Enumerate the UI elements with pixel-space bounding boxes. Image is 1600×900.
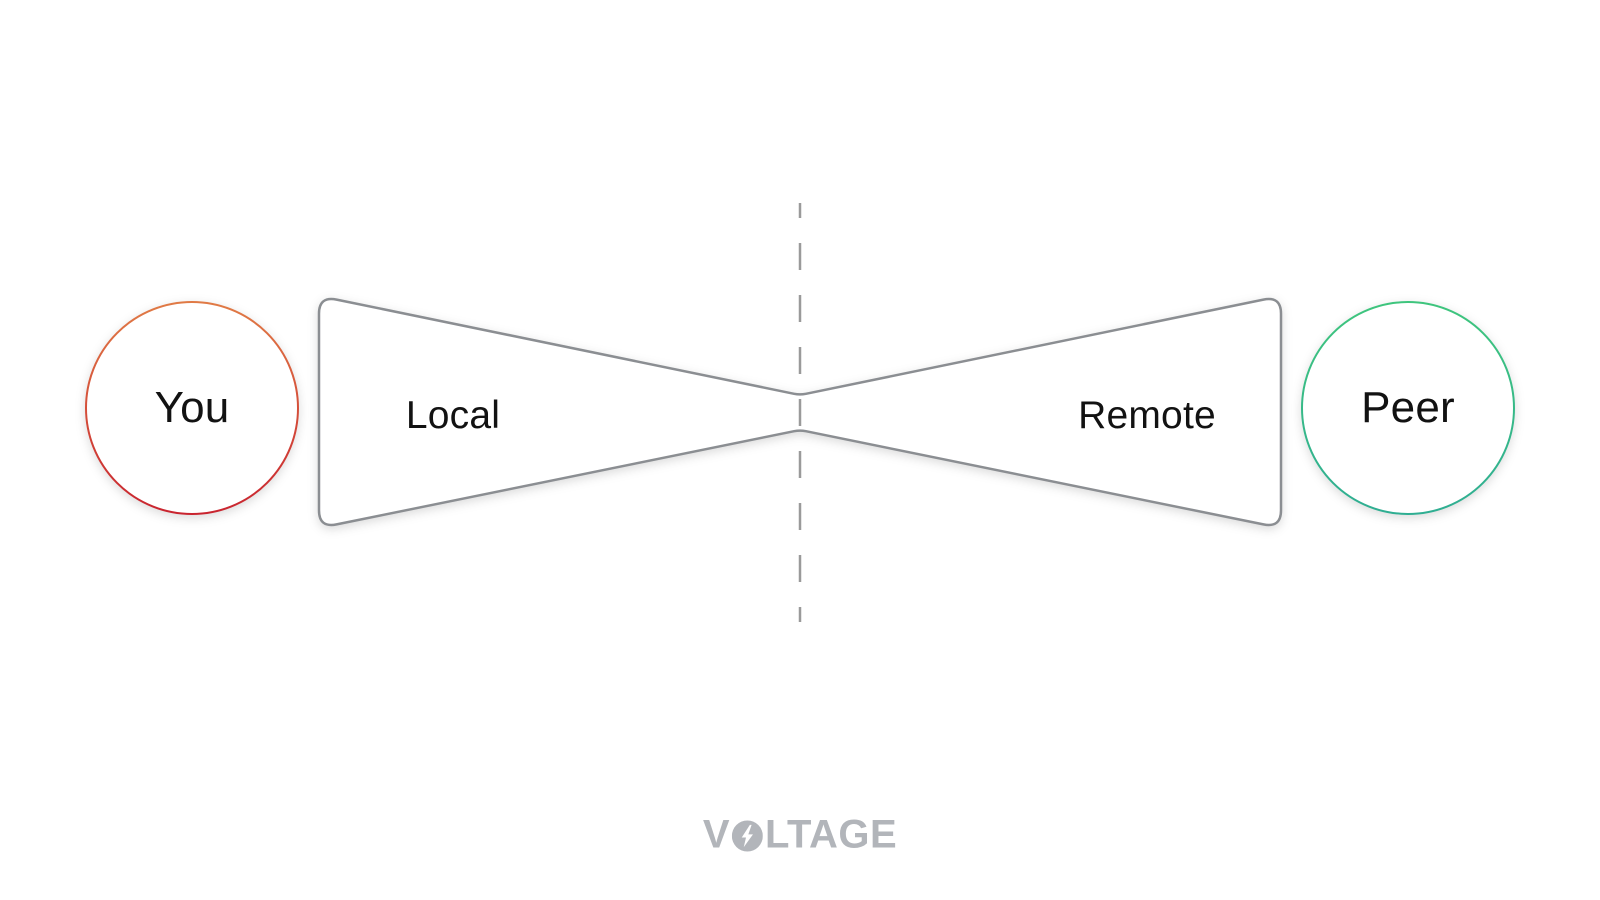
voltage-logo: V LTAGE <box>703 813 897 858</box>
peer-node-circle <box>1301 301 1515 515</box>
you-label: You <box>154 383 230 432</box>
logo-text-v: V <box>702 812 731 857</box>
peer-label: Peer <box>1361 383 1455 432</box>
remote-label: Remote <box>1078 394 1216 437</box>
voltage-o-bolt-icon <box>732 820 764 852</box>
logo-text-ltage: LTAGE <box>765 812 898 857</box>
local-label: Local <box>405 394 501 437</box>
you-node-circle <box>85 301 299 515</box>
